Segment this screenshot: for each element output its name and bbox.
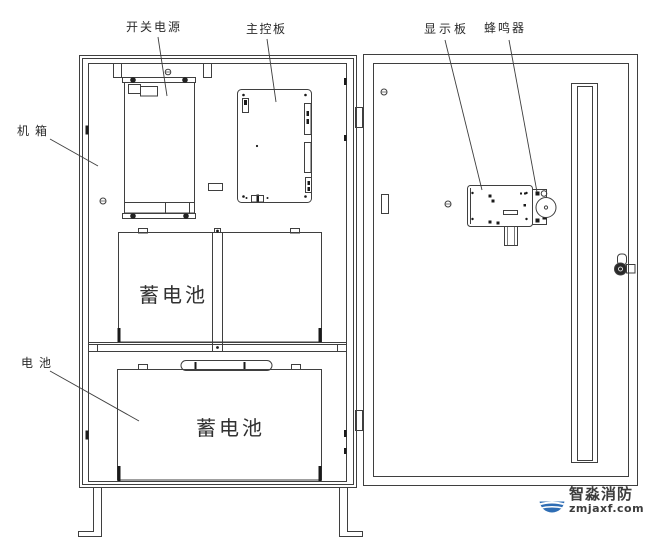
brand-name: 智淼消防 <box>569 485 634 503</box>
display-board-unit <box>467 185 533 246</box>
callout-leader-lines <box>49 36 538 422</box>
label-display-board: 显示板 <box>424 22 470 36</box>
upper-battery-text: 蓄电池 <box>139 285 208 307</box>
chassis-frame <box>79 55 357 488</box>
brand-logo-icon <box>539 488 565 513</box>
main-control-board <box>237 89 312 203</box>
label-main-board: 主控板 <box>246 22 287 36</box>
door-hinges <box>355 107 363 431</box>
label-chassis: 机箱 <box>17 124 54 138</box>
power-supply-unit <box>122 77 196 219</box>
watermark-logo: 智淼消防 zmjaxf.com <box>539 485 645 515</box>
label-battery: 电池 <box>21 356 58 370</box>
lower-battery-text: 蓄电池 <box>196 418 265 440</box>
upper-battery-box <box>117 228 322 352</box>
buzzer-unit <box>532 189 557 225</box>
label-buzzer: 蜂鸣器 <box>484 21 527 35</box>
small-mount-plate <box>208 183 223 191</box>
lower-battery-box <box>117 360 322 481</box>
door-lock <box>614 253 636 276</box>
label-power-supply: 开关电源 <box>126 20 183 34</box>
door-frame <box>363 54 638 486</box>
cabinet-feet <box>78 487 363 537</box>
brand-site: zmjaxf.com <box>569 501 645 515</box>
